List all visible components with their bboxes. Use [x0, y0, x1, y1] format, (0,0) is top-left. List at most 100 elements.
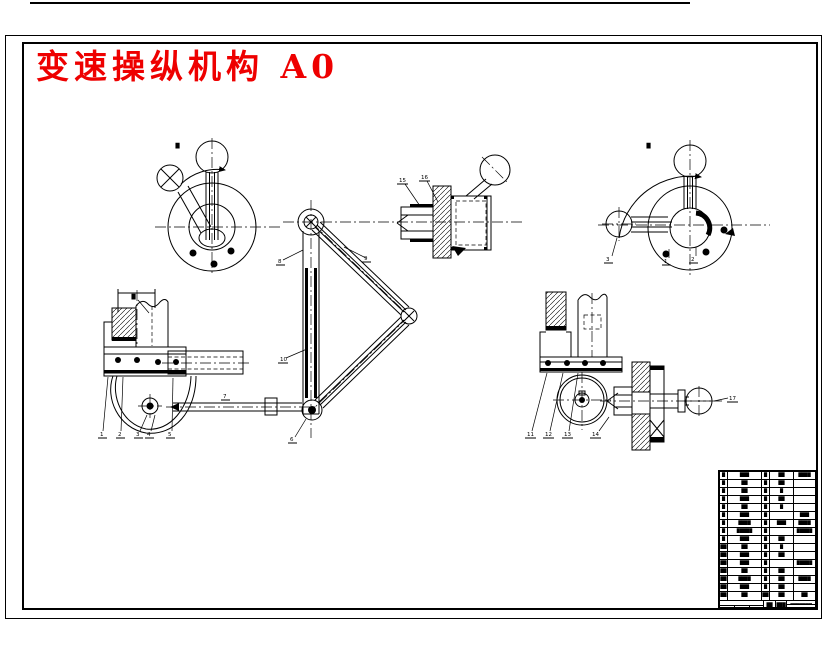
bushing	[400, 206, 434, 240]
bolt	[115, 357, 121, 363]
bom-cell-name: ██	[728, 488, 762, 495]
bottom-pivot	[301, 399, 323, 421]
part-callout: 12	[545, 432, 552, 438]
part-callout: 5	[168, 432, 172, 438]
bom-cell-material: ██	[770, 584, 794, 591]
bom-cell-no: █	[720, 488, 728, 495]
bolt	[545, 360, 551, 366]
bom-cell-qty: █	[762, 584, 770, 591]
bom-row: ███████████	[720, 560, 815, 568]
bom-cell-material: ██	[770, 480, 794, 487]
bom-header-material: ██	[770, 592, 794, 600]
rod-clevis	[264, 397, 278, 416]
housing	[450, 195, 492, 251]
phantom-knob	[156, 164, 184, 192]
bom-cell-qty: █	[762, 488, 770, 495]
bom-cell-name: ████	[728, 520, 762, 527]
bom-cell-note: ███	[799, 512, 810, 517]
part-callout: 17	[729, 396, 736, 402]
view-label: █	[175, 143, 180, 148]
view-panel-section	[396, 154, 511, 259]
parts-table: ███████████ ██████ █████ ███████ █████ █…	[718, 470, 817, 609]
bom-cell-material: █	[770, 504, 794, 511]
outer-border	[5, 35, 822, 619]
bom-cell-note: ████	[798, 576, 811, 581]
side-bracket	[167, 350, 244, 375]
bolt-hole	[210, 260, 218, 268]
bom-cell-note	[794, 584, 815, 591]
elbow-joint	[400, 307, 418, 325]
part-callout: 9	[364, 256, 368, 262]
bom-row: ██████	[720, 480, 815, 488]
bom-cell-material: ██	[770, 536, 794, 543]
bom-row: ███████	[720, 536, 815, 544]
bolt-hole	[227, 247, 235, 255]
bom-cell-note: ████	[798, 472, 811, 477]
bom-row: ████████	[720, 584, 815, 592]
break-line-part	[577, 293, 608, 357]
part-callout: 2	[118, 432, 122, 438]
bom-cell-qty: █	[762, 496, 770, 503]
bom-cell-name: █████	[728, 528, 762, 535]
hatched-wall	[432, 185, 452, 259]
bom-cell-note	[794, 536, 815, 543]
bom-header-qty: ██	[762, 592, 770, 600]
bolt-hole	[662, 250, 670, 258]
bom-cell-name: ███	[728, 472, 762, 479]
bom-cell-qty: █	[762, 536, 770, 543]
view-bracket-right	[531, 291, 729, 451]
view-linkage	[166, 200, 418, 438]
bom-cell-no: ██	[720, 568, 728, 575]
bolt	[173, 359, 179, 365]
drawing-title: 变速操纵机构 A0	[36, 47, 340, 86]
part-callout: 6	[290, 437, 294, 443]
bom-header-name: ██	[728, 592, 762, 600]
bom-header-row: ██████████	[720, 592, 815, 601]
bom-header-note: ██	[801, 592, 808, 597]
inner-border	[22, 42, 818, 610]
bom-cell-note	[794, 480, 815, 487]
bom-cell-material	[770, 512, 794, 519]
bom-row: ████████	[720, 512, 815, 520]
bolt-hole	[720, 226, 728, 234]
bom-cell-qty: █	[762, 480, 770, 487]
bom-cell-qty: █	[762, 560, 770, 567]
bom-row: █████████████	[720, 576, 815, 584]
bom-row: ███████	[720, 496, 815, 504]
bom-cell-name: ██	[728, 544, 762, 551]
part-callout: 14	[592, 432, 599, 438]
bom-cell-material: ██	[770, 568, 794, 575]
bom-cell-name: ██	[728, 568, 762, 575]
bom-cell-name: ████	[728, 576, 762, 583]
ball-knob	[673, 144, 707, 178]
bom-cell-material: ██	[770, 552, 794, 559]
bom-row: ██████	[720, 544, 815, 552]
bom-row: █████	[720, 504, 815, 512]
rotation-arrow	[618, 173, 702, 239]
bom-cell-no: ██	[720, 552, 728, 559]
bom-cell-no: █	[720, 512, 728, 519]
bom-cell-note: ████	[798, 520, 811, 525]
ball-knob	[195, 140, 229, 174]
bom-cell-qty: █	[762, 512, 770, 519]
bom-cell-material: ██	[770, 576, 794, 583]
bom-row: ███████	[720, 568, 815, 576]
title-block-cell: ███	[776, 602, 786, 607]
mount-bar	[103, 346, 187, 377]
bom-cell-material	[770, 560, 794, 567]
bom-cell-name: ███	[728, 536, 762, 543]
title-block-drawing-name: █████████	[787, 605, 815, 608]
bom-cell-qty: █	[762, 520, 770, 527]
part-callout: 13	[564, 432, 571, 438]
bom-cell-name: ███	[728, 496, 762, 503]
hatched-block	[111, 307, 137, 341]
bom-cell-material: ██	[770, 472, 794, 479]
title-block-maker: ██████████	[720, 601, 764, 606]
flange-circle	[647, 185, 733, 271]
view-lever-rear: █	[602, 140, 735, 275]
bom-cell-name: ███	[728, 512, 762, 519]
bom-cell-name: ███	[728, 552, 762, 559]
part-callout: 3	[606, 257, 610, 263]
top-pivot	[297, 208, 325, 236]
